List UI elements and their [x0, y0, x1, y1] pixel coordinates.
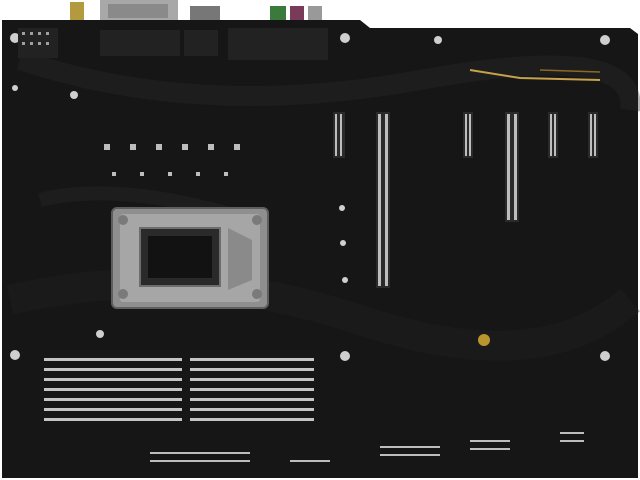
- pcie-solder-rows: [333, 112, 598, 288]
- dimm-solder-rows: [44, 358, 314, 421]
- rear-io-solder-cluster: [18, 28, 328, 60]
- pcb-board: [2, 20, 638, 478]
- bottom-header-pins: [150, 432, 584, 462]
- gold-trace: [469, 69, 601, 81]
- rear-io-connectors: [70, 0, 322, 22]
- vrm-pads: [104, 144, 240, 176]
- gold-standoff: [478, 334, 490, 346]
- gold-trace-2: [539, 69, 601, 73]
- mounting-holes: [10, 33, 610, 361]
- cpu-socket-backplate: [111, 207, 269, 309]
